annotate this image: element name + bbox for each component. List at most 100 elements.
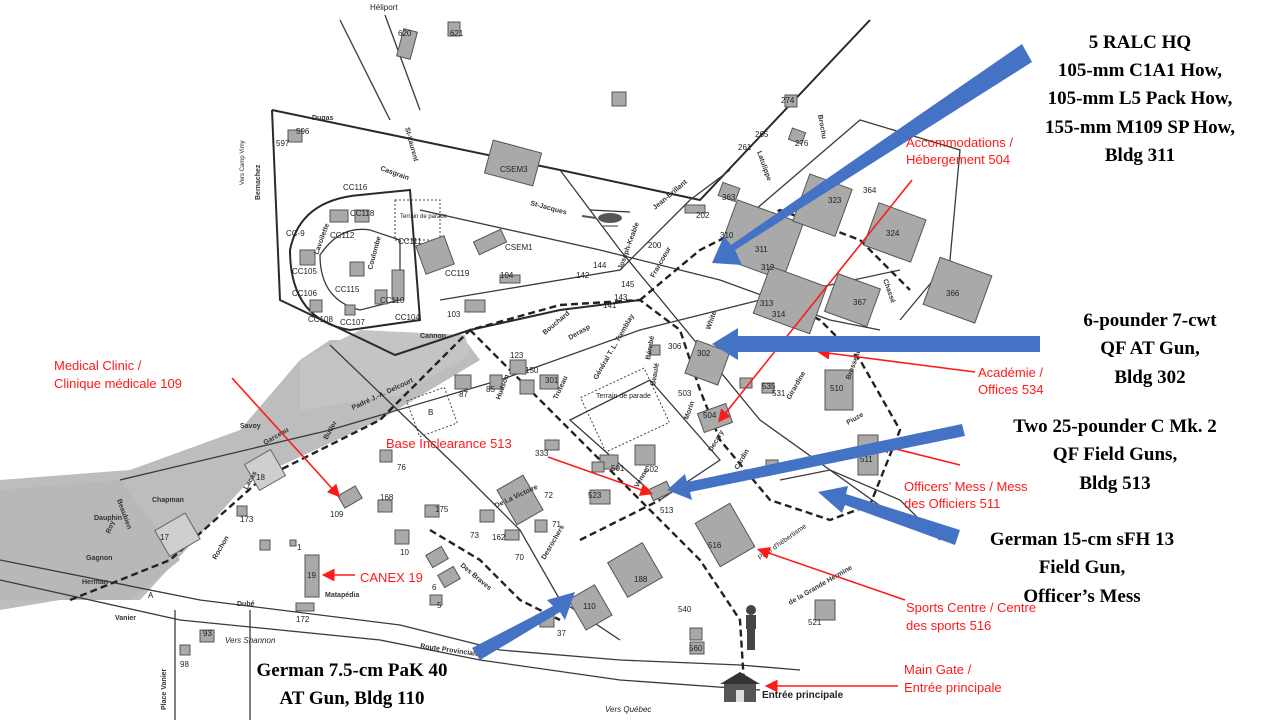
street-piuze-1: Piuze <box>846 411 865 426</box>
heliport-label: Héliport <box>370 3 398 12</box>
bldg-109: 109 <box>330 510 344 519</box>
bldg-516: 516 <box>708 541 722 550</box>
bldg-72: 72 <box>544 491 553 500</box>
bldg-511: 511 <box>860 455 873 464</box>
twenty-five-label-line3: Bldg 513 <box>1079 473 1150 494</box>
bldg-71: 71 <box>552 520 561 529</box>
bldg-cc118: CC118 <box>350 209 375 218</box>
street-roy: Roy <box>105 520 116 535</box>
bldg-6: 6 <box>432 583 437 592</box>
bldg-cc107: CC107 <box>340 318 365 327</box>
bldg-168: 168 <box>380 493 394 502</box>
bldg-523: 523 <box>588 491 602 500</box>
arrow-bldg-513 <box>667 424 965 500</box>
bldg-cc112: CC112 <box>330 231 355 240</box>
bldg-17: 17 <box>160 533 169 542</box>
red-leader-lines <box>231 179 976 693</box>
main-gate-label-line1: Main Gate / <box>904 662 972 677</box>
bldg-104: 104 <box>500 271 514 280</box>
pak40-label-line1: German 7.5-cm PaK 40 <box>256 660 447 681</box>
bldg-200: 200 <box>648 241 662 250</box>
bldg-cc116: CC116 <box>343 183 368 192</box>
bldg-144: 144 <box>593 261 607 270</box>
street-brochu: Brochu <box>816 114 827 139</box>
street-dauphin: Dauphin <box>94 515 122 522</box>
main-gate-icon <box>720 672 760 702</box>
black-annotations: 5 RALC HQ 105-mm C1A1 How, 105-mm L5 Pac… <box>256 32 1235 709</box>
bldg-145: 145 <box>621 280 635 289</box>
bldg-cc108: CC108 <box>308 315 333 324</box>
bldg-560: 560 <box>689 644 703 653</box>
bldg-261: 261 <box>738 143 752 152</box>
statue-icon <box>746 605 756 650</box>
bldg-188: 188 <box>634 575 648 584</box>
street-savoy: Savoy <box>240 423 261 430</box>
bldg-333: 333 <box>535 449 549 458</box>
bldg-501: 501 <box>611 464 625 473</box>
bldg-265: 265 <box>755 130 769 139</box>
bldg-98: 98 <box>180 660 189 669</box>
street-brosseau: Brosseau <box>845 348 862 380</box>
pak40-label-line2: AT Gun, Bldg 110 <box>279 688 424 709</box>
building-b-label: B <box>428 408 433 417</box>
street-gagnon: Gagnon <box>86 555 112 562</box>
bldg-621: 621 <box>450 29 464 38</box>
bldg-540: 540 <box>678 605 692 614</box>
vers-camp-vimy-label: Vers Camp Vimy <box>240 140 246 185</box>
helicopter-icon <box>581 209 631 227</box>
bldg-5: 5 <box>437 601 442 610</box>
arrow-bldg-311 <box>712 44 1032 265</box>
ralc-label-line5: Bldg 311 <box>1105 145 1175 166</box>
buildings <box>154 21 993 656</box>
bldg-502: 502 <box>645 465 659 474</box>
blue-arrows <box>472 44 1040 660</box>
obstacle-course-label: Piste d'hébertisme <box>757 523 808 562</box>
street-chapman: Chapman <box>152 497 184 504</box>
street-bouchard: Bouchard <box>542 310 572 336</box>
accommodations-label-line2: Hébergement 504 <box>906 152 1010 167</box>
bldg-85: 85 <box>486 385 495 394</box>
street-coulombe: Coulombe <box>367 236 383 271</box>
bldg-513: 513 <box>660 506 674 515</box>
red-annotations: Accommodations / Hébergement 504 Medical… <box>54 135 1044 695</box>
ralc-label-line1: 5 RALC HQ <box>1089 32 1191 53</box>
bldg-141: 141 <box>603 301 617 310</box>
bldg-596: 596 <box>296 127 310 136</box>
bldg-301: 301 <box>545 376 559 385</box>
street-labels: Dugas St-Laurent Bernachez Casgrain Lavo… <box>82 114 896 710</box>
bldg-cc106: CC106 <box>292 289 317 298</box>
officers-mess-label-line2: des Officiers 511 <box>904 496 1000 511</box>
bldg-cc119: CC119 <box>445 269 470 278</box>
bldg-366: 366 <box>946 289 960 298</box>
bldg-323: 323 <box>828 196 842 205</box>
bldg-cc9: CC-9 <box>286 229 305 238</box>
parade-ground-label-1: Terrain de parade <box>400 214 448 220</box>
officers-mess-label-line1: Officers’ Mess / Mess <box>904 479 1028 494</box>
bldg-302: 302 <box>697 349 711 358</box>
sports-label-line2: des sports 516 <box>906 618 991 633</box>
bldg-276: 276 <box>795 139 809 148</box>
bldg-1: 1 <box>297 543 302 552</box>
bldg-314: 314 <box>772 310 786 319</box>
accommodations-label-line1: Accommodations / <box>906 135 1013 150</box>
street-general-tremblay: Général T. L. Tremblay <box>593 313 636 381</box>
street-beaule: Beaulé <box>650 362 661 386</box>
arrow-bldg-110 <box>472 592 575 660</box>
twenty-five-label-line1: Two 25-pounder C Mk. 2 <box>1013 416 1217 437</box>
twenty-five-label-line2: QF Field Guns, <box>1053 444 1178 465</box>
sfh13-label-line2: Field Gun, <box>1039 557 1126 578</box>
bldg-503: 503 <box>678 389 692 398</box>
bldg-313: 313 <box>760 299 774 308</box>
bldg-csem3: CSEM3 <box>500 165 528 174</box>
bldg-504: 504 <box>703 411 717 420</box>
street-route-provinciale: Route Provinciale <box>420 643 480 658</box>
bldg-cc110: CC110 <box>380 296 405 305</box>
bldg-310: 310 <box>720 231 734 240</box>
bldg-535: 535 <box>762 382 776 391</box>
bldg-367: 367 <box>853 298 867 307</box>
street-dugas-1: Dugas <box>312 115 334 122</box>
academie-label-line2: Offices 534 <box>978 382 1044 397</box>
bldg-142: 142 <box>576 271 590 280</box>
six-pounder-label-line3: Bldg 302 <box>1114 367 1185 388</box>
street-st-laurent: St-Laurent <box>403 127 419 163</box>
